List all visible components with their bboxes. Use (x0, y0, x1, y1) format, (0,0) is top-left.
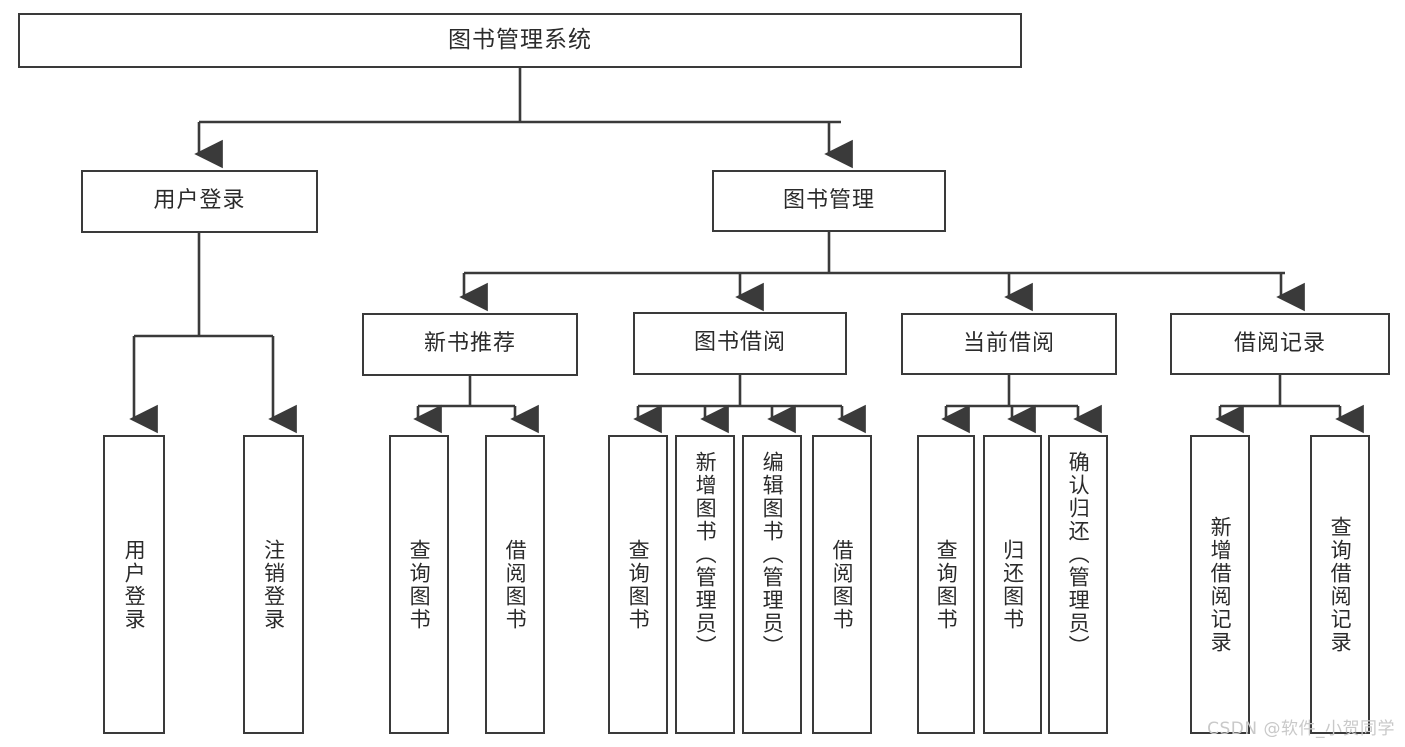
leaf-current-confirm-return[interactable]: 确认归还（管理员） (1048, 435, 1108, 734)
node-label: 图书借阅 (693, 330, 786, 356)
node-label: 编辑图书（管理员） (760, 451, 785, 658)
node-label: 注销登录 (261, 538, 286, 631)
node-label: 当前借阅 (962, 330, 1055, 356)
leaf-new-book-query[interactable]: 查询图书 (389, 435, 449, 734)
leaf-new-book-borrow[interactable]: 借阅图书 (485, 435, 545, 734)
node-user-login[interactable]: 用户登录 (81, 170, 318, 233)
leaf-user-login-logout[interactable]: 注销登录 (243, 435, 304, 734)
leaf-borrow-query-book[interactable]: 查询图书 (608, 435, 668, 734)
node-label: 用户登录 (153, 188, 246, 214)
leaf-record-add-record[interactable]: 新增借阅记录 (1190, 435, 1250, 734)
node-label: 查询借阅记录 (1328, 515, 1353, 654)
node-label: 借阅图书 (830, 538, 855, 631)
node-root[interactable]: 图书管理系统 (18, 13, 1022, 68)
node-label: 新增借阅记录 (1208, 515, 1233, 654)
leaf-current-return-book[interactable]: 归还图书 (983, 435, 1042, 734)
leaf-user-login-login[interactable]: 用户登录 (103, 435, 165, 734)
node-label: 新书推荐 (423, 331, 516, 357)
node-label: 图书管理系统 (448, 26, 592, 53)
node-borrow-record[interactable]: 借阅记录 (1170, 313, 1390, 375)
node-label: 新增图书（管理员） (693, 451, 718, 658)
leaf-borrow-edit-book[interactable]: 编辑图书（管理员） (742, 435, 802, 734)
node-label: 归还图书 (1000, 538, 1025, 631)
node-label: 查询图书 (407, 538, 432, 631)
node-label: 查询图书 (626, 538, 651, 631)
node-label: 图书管理 (782, 187, 875, 213)
node-label: 确认归还（管理员） (1066, 451, 1091, 658)
leaf-borrow-borrow-book[interactable]: 借阅图书 (812, 435, 872, 734)
leaf-borrow-add-book[interactable]: 新增图书（管理员） (675, 435, 735, 734)
node-current-borrow[interactable]: 当前借阅 (901, 313, 1117, 375)
leaf-record-query-record[interactable]: 查询借阅记录 (1310, 435, 1370, 734)
node-label: 查询图书 (934, 538, 959, 631)
node-book-borrow[interactable]: 图书借阅 (633, 312, 847, 375)
leaf-current-query-book[interactable]: 查询图书 (917, 435, 975, 734)
node-label: 借阅记录 (1233, 330, 1326, 356)
node-label: 借阅图书 (503, 538, 528, 631)
node-new-book-recommend[interactable]: 新书推荐 (362, 313, 578, 376)
node-book-management[interactable]: 图书管理 (712, 170, 946, 232)
node-label: 用户登录 (122, 538, 147, 631)
